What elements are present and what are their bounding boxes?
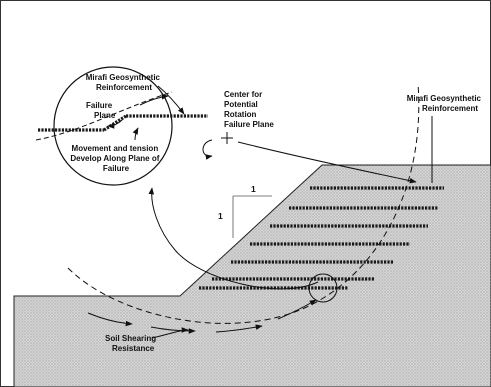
center-rotation-line-1: Center for [224,90,262,99]
slope-ratio-indicator [232,195,272,238]
soil-mass [13,164,491,387]
inset-pointer-arrows [107,85,185,141]
reinforcement-layers [199,186,444,290]
center-rotation-line-4: Failure Plane [224,120,274,129]
center-rotation-label: Center for Potential Rotation Failure Pl… [224,90,274,129]
inset-failure-plane-line-1: Failure [86,101,113,110]
soil-resistance-line-2: Resistance [112,344,155,353]
detail-locator-circle [308,273,338,303]
center-rotation-line-3: Rotation [224,110,257,119]
slope-rise-label: 1 [218,211,223,221]
inset-movement-line-3: Failure [103,164,130,173]
failure-plane-arc [67,83,420,324]
rotation-center-plus [221,132,233,144]
rotation-arrow [202,139,213,160]
main-reinforcement-line-1: Mirafi Geosynthetic [407,94,482,103]
detail-callout-arrow [148,187,319,290]
inset-failure-plane-line-2: Plane [94,111,116,120]
inset-movement-line-1: Movement and tension [72,144,159,153]
main-reinforcement-label: Mirafi Geosynthetic Reinforcement [407,94,483,113]
shear-resistance-arrows [87,299,317,334]
slope-run-label: 1 [251,184,256,194]
center-rotation-line-2: Potential [224,100,258,109]
soil-resistance-label: Soil Shearing Resistance [105,334,158,353]
inset-failure-plane-label: Failure Plane [86,101,116,120]
inset-reinforcement-line-2: Reinforcement [96,83,152,92]
radius-pointer [237,141,417,184]
inset-reinforcement-label: Mirafi Geosynthetic Reinforcement [86,73,162,92]
soil-resistance-leader [151,327,189,339]
inset-movement-label: Movement and tension Develop Along Plane… [70,144,161,173]
inset-reinforcement-line-1: Mirafi Geosynthetic [86,73,161,82]
main-reinforcement-line-2: Reinforcement [422,104,478,113]
inset-movement-line-2: Develop Along Plane of [70,154,159,163]
soil-resistance-line-1: Soil Shearing [105,334,156,343]
